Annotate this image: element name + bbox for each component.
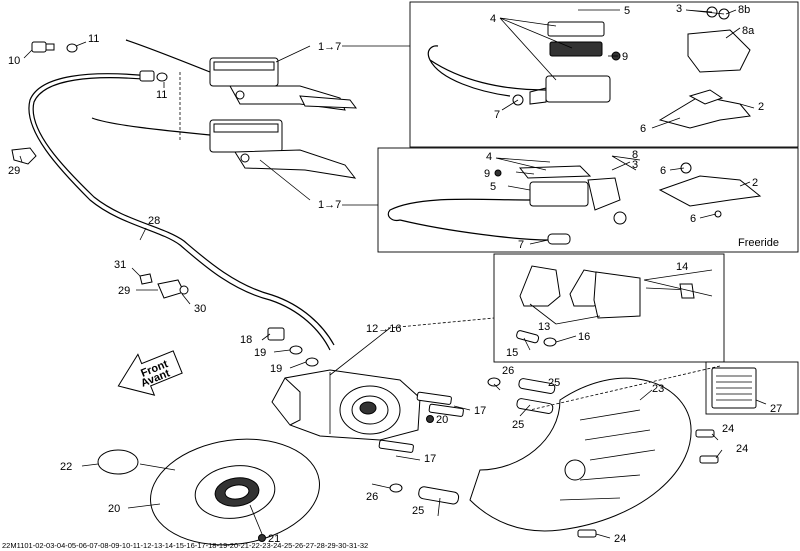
- callout-24-c: 24: [614, 533, 626, 545]
- inset3-callout-14: 14: [676, 261, 688, 273]
- brake-disc-20: [150, 438, 320, 546]
- callout-23: 23: [652, 383, 664, 395]
- disc-guard-23: [469, 377, 692, 532]
- master-cylinder-lower: [91, 72, 357, 179]
- callout-25-lower: 25: [412, 505, 424, 517]
- inset2-callout-9: 9: [484, 168, 490, 180]
- inset1-callout-5: 5: [624, 5, 630, 17]
- thread-locker-21-icon: [258, 534, 266, 542]
- inset2-callout-8: 8: [632, 149, 638, 161]
- inset1-callout-7: 7: [494, 109, 500, 121]
- callout-11-upper: 11: [88, 33, 99, 45]
- callout-17-upper: 17: [474, 405, 486, 417]
- callout-20-disc: 20: [108, 503, 120, 515]
- washer-11-upper: [66, 43, 78, 53]
- inset-master-cylinder-parts: [427, 6, 751, 129]
- decal-27: [711, 367, 757, 409]
- washer-19-lower: [305, 357, 319, 367]
- front-direction-arrow: Front Avant: [117, 350, 183, 396]
- freeride-label: Freeride: [738, 237, 779, 249]
- callout-25-mid: 25: [512, 419, 524, 431]
- callout-30: 30: [194, 303, 206, 315]
- callout-28: 28: [148, 215, 160, 227]
- callout-25-upper: 25: [548, 377, 560, 389]
- inset2-thread-locker-icon: [494, 169, 502, 177]
- bolt-24-c: [577, 529, 597, 538]
- bolt-24-a: [695, 429, 715, 438]
- callout-19-lower: 19: [270, 363, 282, 375]
- inset2-callout-7: 7: [518, 239, 524, 251]
- brake-caliper: [271, 369, 421, 441]
- callout-20-caliper: 20: [436, 414, 448, 426]
- leader-lines: [19, 9, 767, 539]
- inset1-callout-8a: 8a: [742, 25, 755, 37]
- inset1-callout-6: 6: [640, 123, 646, 135]
- clip-assembly-29-30-31: [139, 273, 189, 299]
- inset3-callout-16: 16: [578, 331, 590, 343]
- inset2-callout-4: 4: [486, 151, 492, 163]
- washer-11-lower: [156, 72, 168, 82]
- inset1-callout-3: 3: [676, 3, 682, 15]
- inset2-callout-3: 3: [632, 159, 638, 171]
- inset1-callout-4: 4: [490, 13, 496, 25]
- bolt-24-b: [699, 455, 719, 464]
- thread-locker-20-icon: [426, 415, 434, 423]
- master-cylinder-upper: [125, 39, 358, 111]
- pins-25-26: [389, 377, 556, 505]
- callout-19-upper: 19: [254, 347, 266, 359]
- callout-11-lower: 11: [156, 89, 167, 101]
- callout-24-a: 24: [722, 423, 734, 435]
- inset-brake-pad-parts: [516, 265, 695, 347]
- callout-10: 10: [8, 55, 20, 67]
- bolts-17: [378, 391, 464, 453]
- inset1-callout-8b: 8b: [738, 4, 750, 16]
- inset2-callout-5: 5: [490, 181, 496, 193]
- inset2-callout-2: 2: [752, 177, 758, 189]
- callout-26-upper: 26: [502, 365, 514, 377]
- callout-22: 22: [60, 461, 72, 473]
- range-12-16: 12→16: [366, 323, 401, 335]
- range-1-7-lower: 1→7: [318, 199, 341, 211]
- range-1-7-upper: 1→7: [318, 41, 341, 53]
- clip-29-upper: [11, 147, 37, 165]
- inset3-callout-13: 13: [538, 321, 550, 333]
- callout-27: 27: [770, 403, 782, 415]
- callout-26-lower: 26: [366, 491, 378, 503]
- callout-29-mid: 29: [118, 285, 130, 297]
- fitting-18: [267, 327, 285, 341]
- callout-21: 21: [268, 533, 280, 545]
- diagram-code: 22M1101-02-03-04-05-06-07-08-09-10-11-12…: [2, 541, 368, 550]
- inset3-callout-15: 15: [506, 347, 518, 359]
- inset-freeride-parts: [387, 162, 762, 245]
- callout-31: 31: [114, 259, 126, 271]
- brake-hose-28: [28, 73, 331, 351]
- inset1-callout-2: 2: [758, 101, 764, 113]
- callout-18: 18: [240, 334, 252, 346]
- o-ring-22: [97, 449, 139, 475]
- inset2-callout-6-lower: 6: [690, 213, 696, 225]
- inset2-callout-6-upper: 6: [660, 165, 666, 177]
- banjo-bolt-10: [31, 41, 55, 53]
- callout-24-b: 24: [736, 443, 748, 455]
- callout-29-upper: 29: [8, 165, 20, 177]
- callout-17-lower: 17: [424, 453, 436, 465]
- washer-19-upper: [289, 345, 303, 355]
- inset1-callout-9: 9: [622, 51, 628, 63]
